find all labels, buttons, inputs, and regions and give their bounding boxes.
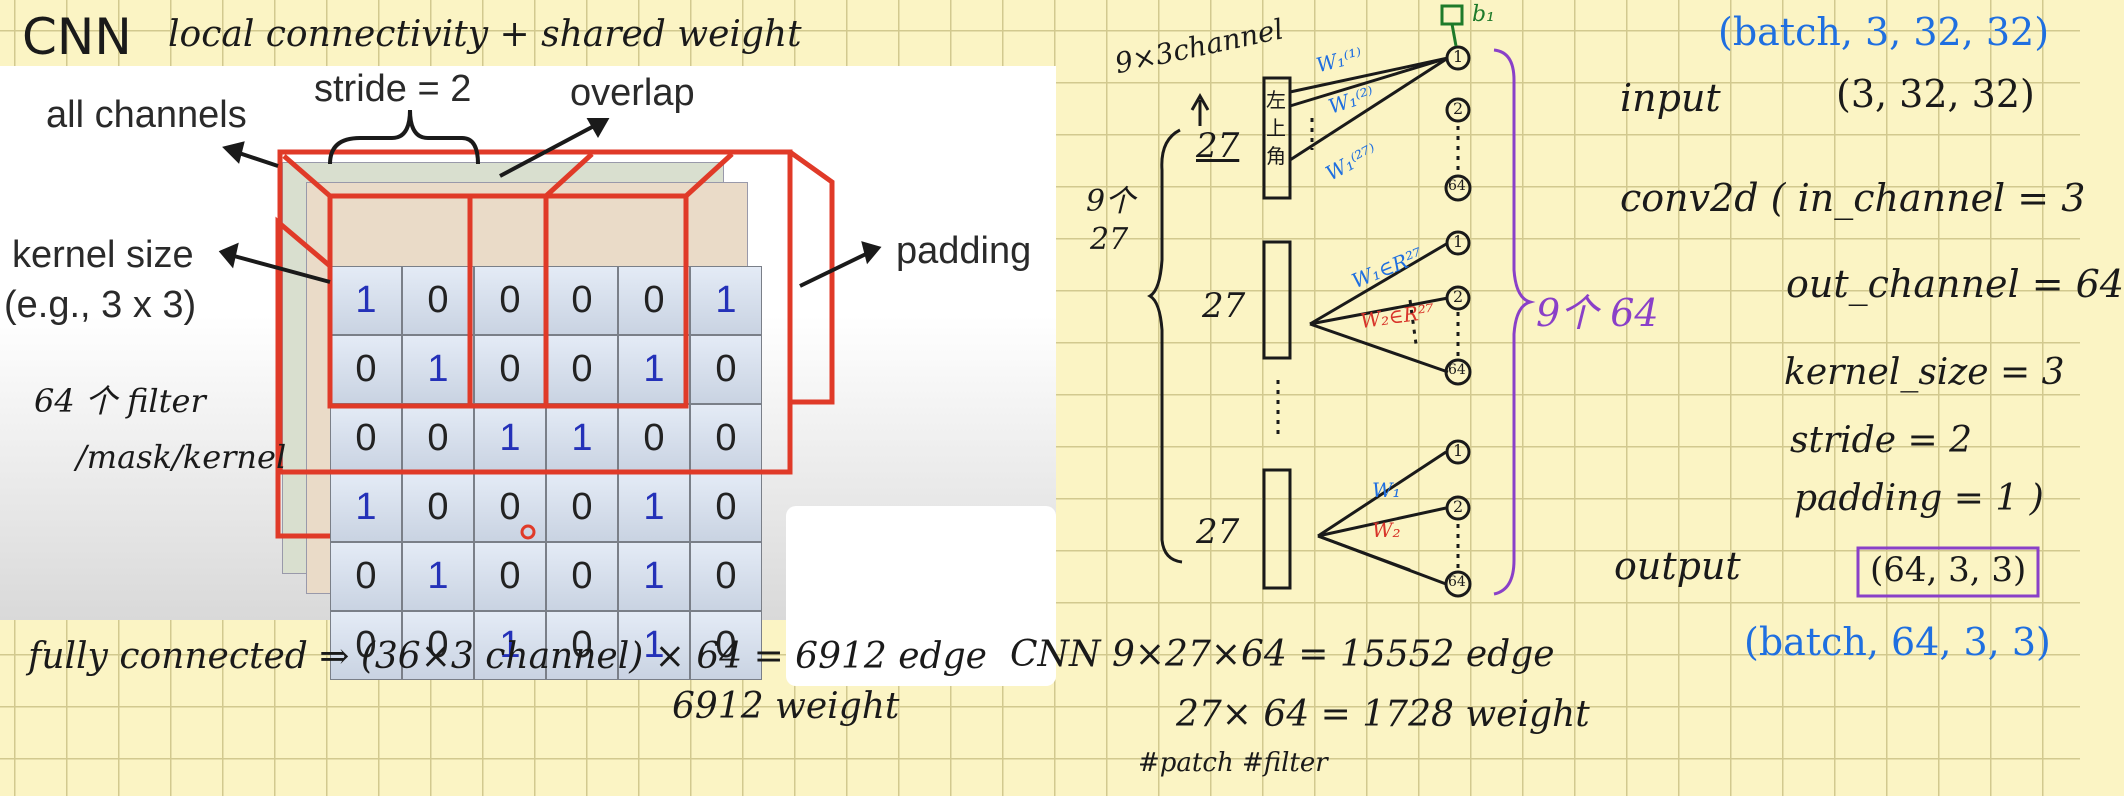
node-1b: 1: [1453, 232, 1464, 251]
matrix-cell: 1: [618, 335, 690, 404]
matrix-cell: 0: [690, 542, 762, 611]
patch-box-3: [1262, 468, 1292, 590]
matrix-cell: 0: [474, 335, 546, 404]
output-shape: (64, 3, 3): [1870, 550, 2027, 590]
matrix-cell: 0: [546, 611, 618, 680]
matrix-cell: 0: [546, 335, 618, 404]
bias-label: b₁: [1472, 2, 1495, 27]
matrix-cell: 1: [618, 542, 690, 611]
node-1c: 1: [1453, 441, 1464, 460]
label-kernel-size: kernel size: [12, 234, 194, 276]
subtitle: local connectivity + shared weight: [168, 14, 802, 55]
fc-weight-note: 6912 weight: [672, 686, 900, 727]
out-channel-arg: out_channel = 64: [1786, 262, 2124, 306]
cnn-weights-note: 27× 64 = 1728 weight: [1176, 694, 1590, 735]
whiteout-patch: [786, 506, 1056, 686]
patch-box-2: [1262, 240, 1292, 360]
kernel-size-arg: kernel_size = 3: [1784, 352, 2065, 393]
node-64a: 64: [1448, 178, 1466, 194]
matrix-cell: 1: [474, 404, 546, 473]
padding-arg: padding = 1 ): [1794, 478, 2044, 519]
kernel-frames: [218, 109, 882, 540]
matrix-cell: 0: [402, 611, 474, 680]
node-64b: 64: [1448, 362, 1466, 378]
node-1a: 1: [1453, 47, 1464, 66]
group-note-bottom: 27: [1090, 222, 1129, 257]
cnn-connection-diagram: [1147, 4, 2040, 598]
conv2d-call: conv2d ( in_channel = 3: [1620, 176, 2086, 220]
batch-input-shape: (batch, 3, 32, 32): [1718, 10, 2050, 54]
title-cnn: CNN: [22, 8, 132, 66]
fully-connected-note: fully connected ⇒ (36×3 channel) × 64 = …: [28, 636, 987, 677]
matrix-cell: 1: [618, 473, 690, 542]
group-size-1: 27: [1196, 126, 1240, 166]
node-2b: 2: [1453, 287, 1464, 306]
matrix-cell: 1: [402, 335, 474, 404]
matrix-cell: 0: [546, 473, 618, 542]
matrix-cell: 1: [330, 266, 402, 335]
matrix-cell: 0: [546, 542, 618, 611]
matrix-cell: 0: [690, 404, 762, 473]
matrix-cell: 1: [330, 473, 402, 542]
matrix-cell: 0: [474, 266, 546, 335]
matrix-cell: 0: [330, 335, 402, 404]
w-label-bottom-2: W₂: [1372, 518, 1401, 542]
matrix-cell: 0: [402, 266, 474, 335]
filter-count-note: 64 个 filter: [34, 382, 206, 420]
matrix-cell: 0: [690, 335, 762, 404]
matrix-cell: 0: [330, 404, 402, 473]
input-shape: (3, 32, 32): [1836, 72, 2035, 116]
matrix-cell: 0: [402, 404, 474, 473]
matrix-cell: 0: [330, 611, 402, 680]
label-overlap: overlap: [570, 72, 695, 114]
filter-aliases-note: /mask/kernel: [76, 438, 287, 476]
matrix-cell: 0: [474, 542, 546, 611]
matrix-cell: 1: [402, 542, 474, 611]
input-label: input: [1620, 76, 1721, 120]
matrix-cell: 0: [618, 266, 690, 335]
label-padding: padding: [896, 230, 1032, 272]
output-shape-box: [1856, 546, 2040, 598]
matrix-cell: 0: [402, 473, 474, 542]
patch-box-1: [1262, 76, 1292, 200]
output-label: output: [1614, 544, 1741, 588]
group-size-2: 27: [1202, 286, 1246, 326]
matrix-cell: 0: [690, 473, 762, 542]
patch-filter-footnote: #patch #filter: [1138, 748, 1328, 778]
matrix-cell: 1: [618, 611, 690, 680]
node-2a: 2: [1453, 99, 1464, 118]
matrix-cell: 1: [474, 611, 546, 680]
node-2c: 2: [1453, 497, 1464, 516]
group-size-3: 27: [1196, 512, 1240, 552]
cnn-edges-note: CNN 9×27×64 = 15552 edge: [1010, 634, 1555, 675]
node-64c: 64: [1448, 574, 1466, 590]
matrix-cell: 0: [330, 542, 402, 611]
matrix-cell: 0: [546, 266, 618, 335]
batch-output-shape: (batch, 64, 3, 3): [1744, 620, 2051, 664]
cnn-slide-image: all channels stride = 2 overlap kernel s…: [0, 66, 1056, 686]
label-stride: stride = 2: [314, 68, 472, 110]
first-patch-label: 左上角: [1266, 88, 1286, 168]
w-label-bottom-1: W₁: [1372, 478, 1401, 502]
stride-arg: stride = 2: [1790, 420, 1972, 461]
brace-label: 9个 64: [1536, 291, 1659, 335]
label-all-channels: all channels: [46, 94, 247, 136]
matrix-cell: 1: [690, 266, 762, 335]
group-note-top: 9个: [1086, 184, 1136, 219]
matrix-cell: 0: [690, 611, 762, 680]
label-kernel-example: (e.g., 3 x 3): [4, 284, 197, 326]
